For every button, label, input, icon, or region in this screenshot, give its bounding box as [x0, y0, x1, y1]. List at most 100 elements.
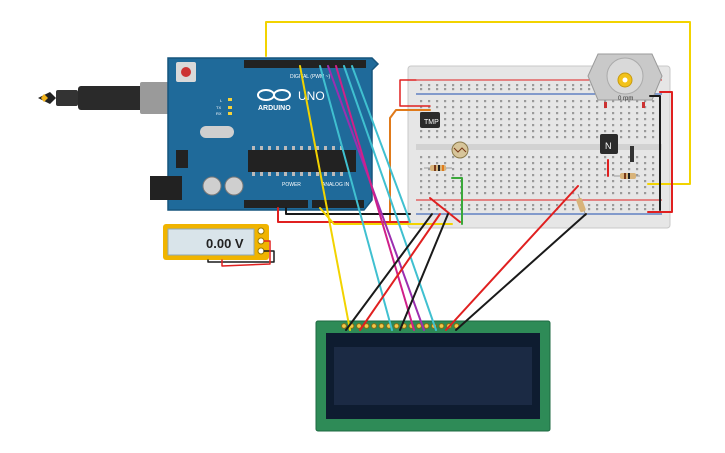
dc-motor[interactable]: 0 rpm	[587, 53, 663, 108]
breadboard-hole	[548, 204, 551, 207]
breadboard-hole	[460, 84, 463, 87]
breadboard-hole	[492, 156, 495, 159]
breadboard-hole	[428, 208, 431, 211]
lcd-pin[interactable]	[371, 323, 377, 329]
breadboard-hole	[428, 130, 431, 133]
breadboard-hole	[612, 168, 615, 171]
lcd-pin[interactable]	[416, 323, 422, 329]
breadboard-hole	[476, 106, 479, 109]
temperature-sensor[interactable]: TMP	[420, 112, 440, 128]
breadboard-hole	[540, 186, 543, 189]
wire-black-lcd-1	[345, 213, 433, 331]
breadboard-hole	[620, 130, 623, 133]
led-tx-label: TX	[216, 105, 221, 110]
breadboard-hole	[500, 192, 503, 195]
breadboard-hole	[428, 106, 431, 109]
breadboard-hole	[620, 112, 623, 115]
breadboard-hole	[580, 130, 583, 133]
breadboard-hole	[636, 124, 639, 127]
breadboard-hole	[572, 186, 575, 189]
wire-red-5v	[277, 207, 409, 223]
breadboard-hole	[564, 208, 567, 211]
breadboard-hole	[484, 186, 487, 189]
lcd-16x2[interactable]	[315, 320, 551, 432]
breadboard-hole	[636, 208, 639, 211]
photoresistor[interactable]	[451, 141, 469, 159]
breadboard-hole	[420, 130, 423, 133]
breadboard-hole	[540, 84, 543, 87]
breadboard-hole	[548, 208, 551, 211]
breadboard-hole	[540, 168, 543, 171]
lcd-pin[interactable]	[393, 323, 400, 329]
breadboard-hole	[444, 192, 447, 195]
multimeter-port-a[interactable]	[257, 227, 265, 235]
lcd-pin[interactable]	[341, 323, 347, 329]
breadboard-hole	[484, 168, 487, 171]
led-l	[228, 98, 232, 101]
diode[interactable]	[630, 146, 634, 162]
lcd-pin[interactable]	[363, 323, 370, 329]
multimeter[interactable]: 0.00 V	[163, 224, 269, 260]
breadboard-hole	[596, 106, 599, 109]
breadboard-hole	[500, 180, 503, 183]
breadboard-hole	[644, 168, 647, 171]
breadboard-hole	[516, 168, 519, 171]
lcd-pin[interactable]	[356, 323, 362, 329]
wire-cyan-bb	[351, 65, 411, 223]
breadboard-hole	[428, 88, 431, 91]
breadboard-hole	[452, 208, 455, 211]
breadboard-hole	[524, 84, 527, 87]
lcd-pin[interactable]	[438, 323, 445, 329]
breadboard-hole	[516, 130, 519, 133]
breadboard-hole	[604, 168, 607, 171]
lcd-pin[interactable]	[423, 323, 430, 329]
breadboard-hole	[428, 100, 431, 103]
led-tx	[228, 106, 232, 109]
breadboard-hole	[428, 156, 431, 159]
multimeter-port-v[interactable]	[257, 237, 265, 245]
power-header-label: POWER	[282, 182, 301, 188]
npn-transistor[interactable]: N	[600, 134, 618, 154]
breadboard-hole	[500, 84, 503, 87]
breadboard-hole	[652, 130, 655, 133]
breadboard-hole	[652, 204, 655, 207]
breadboard-hole	[476, 112, 479, 115]
breadboard-hole	[636, 112, 639, 115]
multimeter-reading: 0.00 V	[206, 236, 244, 251]
breadboard-hole	[636, 100, 639, 103]
breadboard-hole	[460, 106, 463, 109]
breadboard-hole	[548, 88, 551, 91]
breadboard-hole	[484, 162, 487, 165]
resistor-3[interactable]	[614, 173, 640, 179]
breadboard-hole	[436, 100, 439, 103]
breadboard-hole	[628, 180, 631, 183]
resistor-2[interactable]	[576, 193, 587, 217]
breadboard-hole	[484, 84, 487, 87]
breadboard-hole	[588, 186, 591, 189]
wire-red-lcd-2	[445, 185, 579, 331]
multimeter-port-com[interactable]	[257, 247, 265, 255]
breadboard-hole	[460, 130, 463, 133]
wire-black-gnd-bb	[285, 207, 411, 215]
wires	[207, 21, 691, 331]
lcd-pin[interactable]	[378, 323, 385, 329]
resistor-1[interactable]	[424, 165, 452, 171]
breadboard-hole	[532, 192, 535, 195]
breadboard-hole	[564, 100, 567, 103]
arduino-uno-board[interactable]: DIGITAL (PWM ~) ARDUINO UNO L TX RX	[150, 57, 380, 211]
breadboard-hole	[612, 100, 615, 103]
breadboard-hole	[444, 130, 447, 133]
breadboard-hole	[644, 118, 647, 121]
wire-cyan-lcd-2	[343, 65, 437, 331]
breadboard-hole	[652, 124, 655, 127]
breadboard-hole	[508, 174, 511, 177]
breadboard-hole	[620, 204, 623, 207]
breadboard-hole	[500, 88, 503, 91]
breadboard-hole	[500, 162, 503, 165]
breadboard-hole	[460, 174, 463, 177]
breadboard-hole	[516, 88, 519, 91]
breadboard-hole	[444, 88, 447, 91]
breadboard-hole	[444, 204, 447, 207]
breadboard-hole	[532, 130, 535, 133]
breadboard-hole	[564, 168, 567, 171]
